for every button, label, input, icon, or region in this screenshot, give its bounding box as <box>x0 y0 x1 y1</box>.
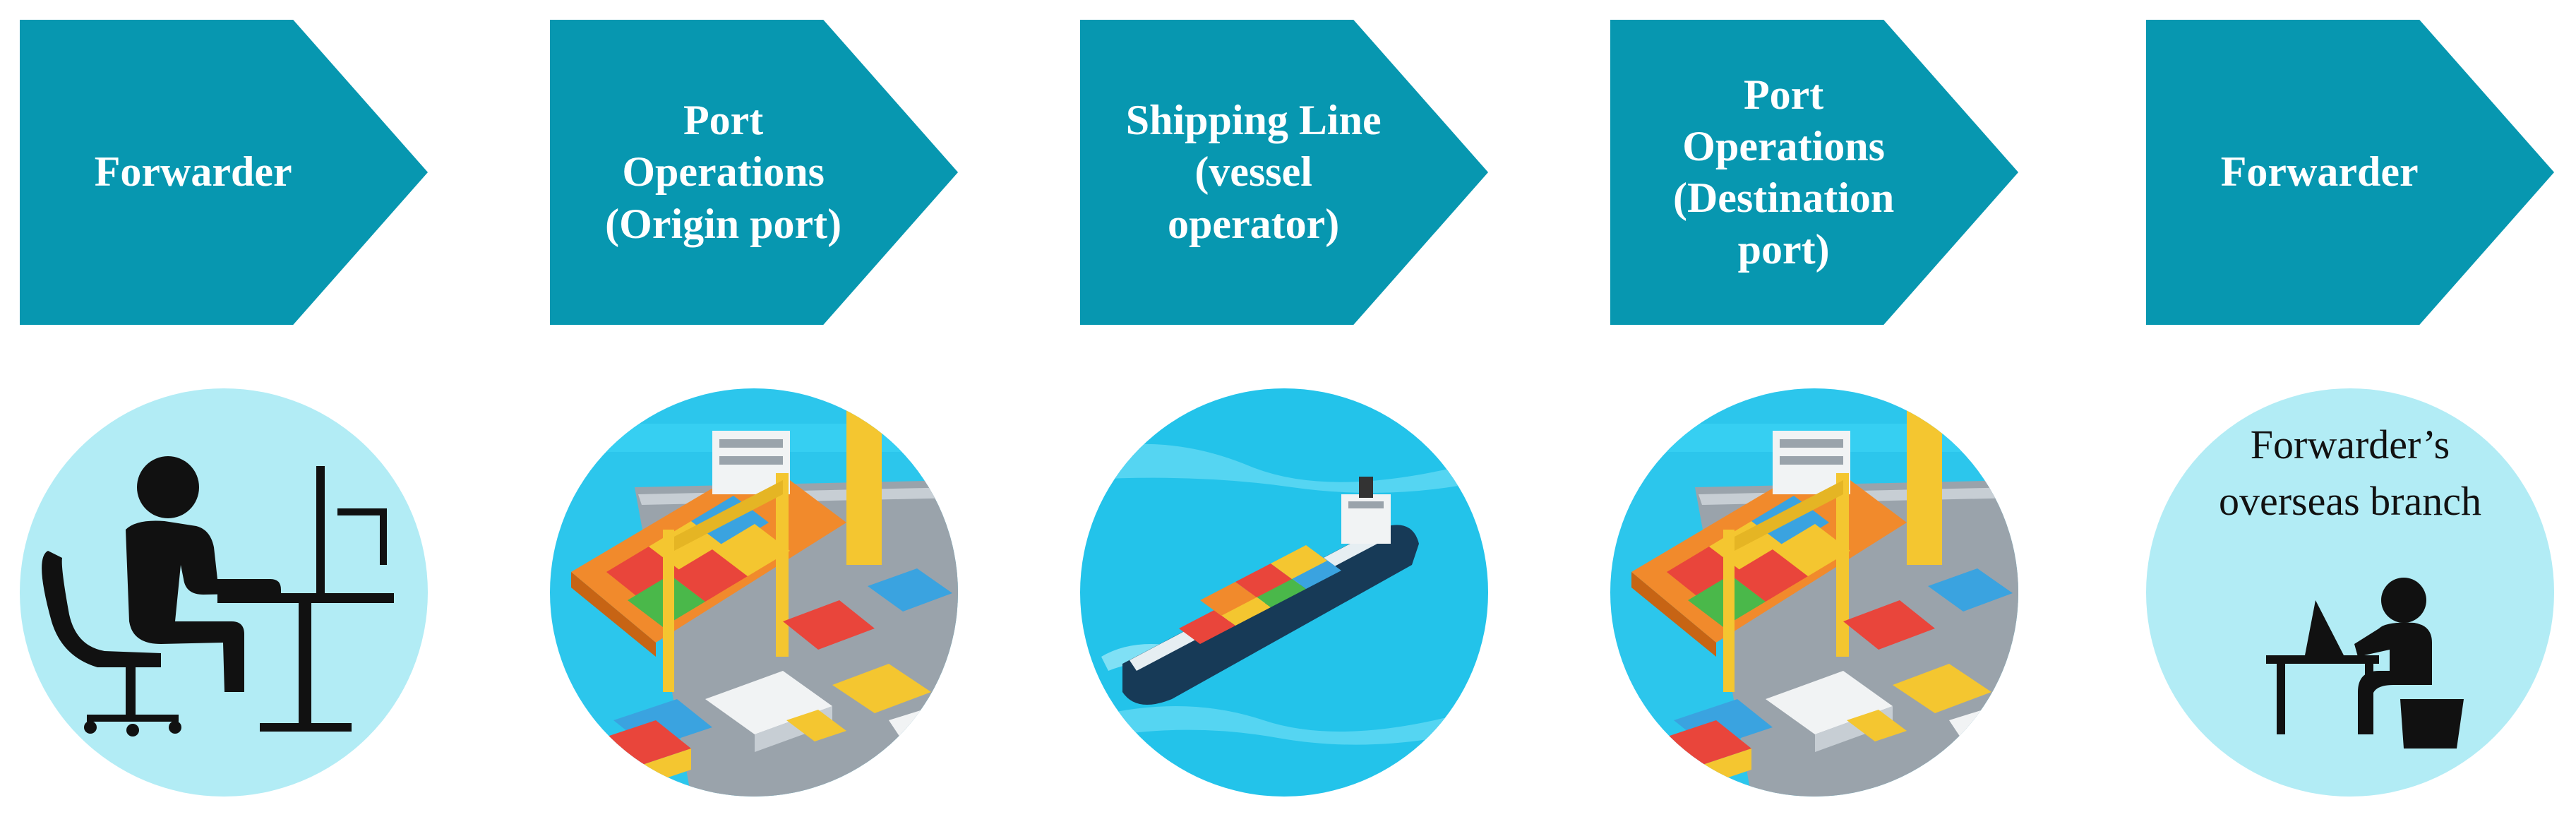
step-chevron-origin-port: Port Operations (Origin port) <box>550 20 958 325</box>
person-at-desk-icon <box>20 388 428 797</box>
step-label: Port Operations (Origin port) <box>605 97 842 247</box>
step-label: Shipping Line (vessel operator) <box>1125 97 1382 247</box>
step-label: Port Operations (Destination port) <box>1672 71 1895 273</box>
step-label: Forwarder <box>2220 148 2419 196</box>
step-chevron-forwarder: Forwarder <box>20 20 428 325</box>
overseas-branch-label: Forwarder’s overseas branch <box>2219 422 2481 525</box>
step-chevron-destination-port: Port Operations (Destination port) <box>1610 20 2018 325</box>
step-label: Forwarder <box>94 148 292 196</box>
step-chevron-forwarder-destination: Forwarder <box>2146 20 2554 325</box>
container-port-icon <box>1610 388 2018 797</box>
step-chevron-shipping-line: Shipping Line (vessel operator) <box>1080 20 1488 325</box>
cargo-ship-icon <box>1080 388 1488 797</box>
container-port-icon <box>550 388 958 797</box>
overseas-branch-circle: Forwarder’s overseas branch <box>2146 388 2554 797</box>
person-with-laptop-icon <box>2266 578 2464 749</box>
